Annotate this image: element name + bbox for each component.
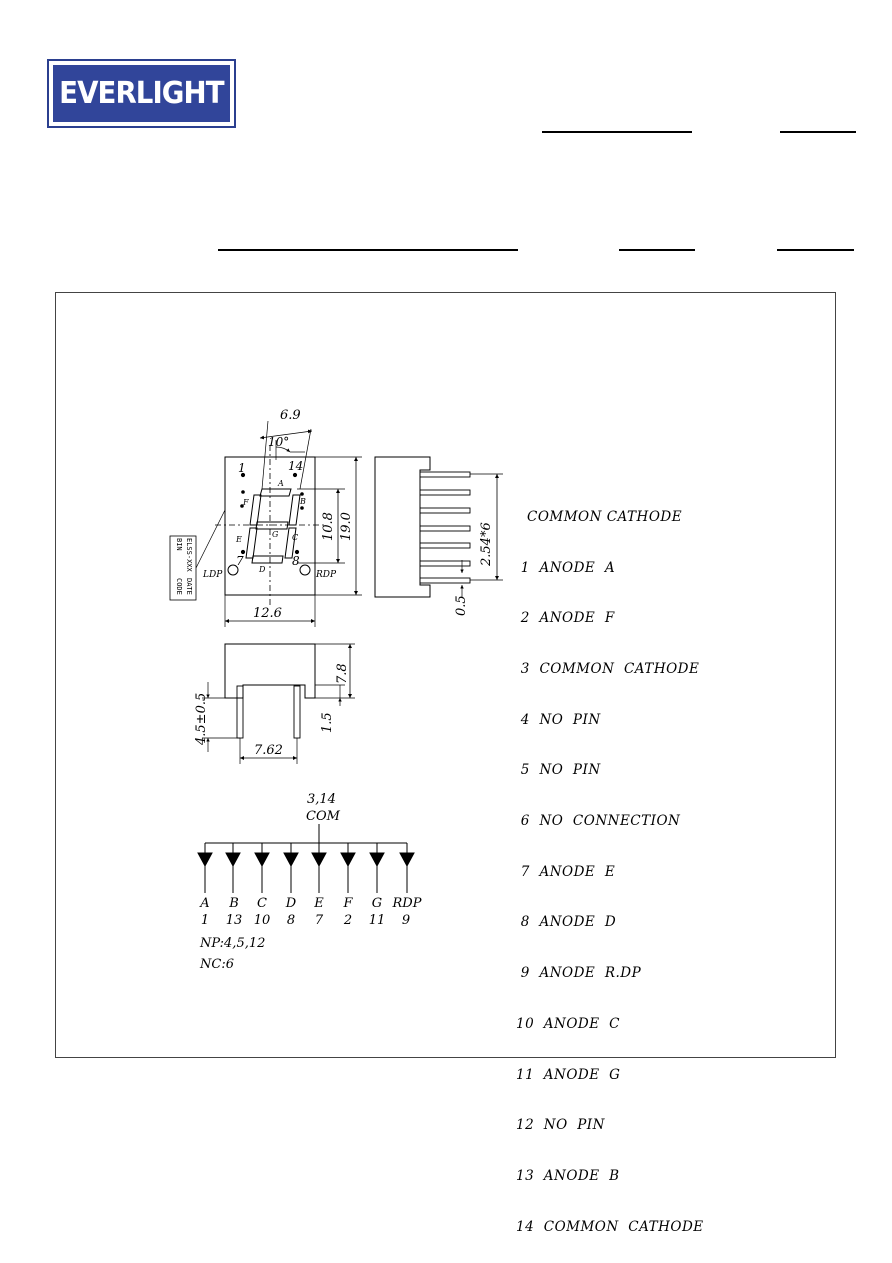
pin7-label: 7 xyxy=(236,554,244,568)
seg-e-label: E xyxy=(235,535,242,544)
dim-digit-height: 10.8 xyxy=(321,512,336,541)
diode-e xyxy=(311,843,327,893)
pin-row: 1 ANODE A xyxy=(516,559,616,576)
pin-row: 7 ANODE E xyxy=(516,863,616,880)
diode-b xyxy=(225,843,241,893)
marking-line1: ELSS-XXX xyxy=(185,538,193,573)
segment-labels: A B C D E F G RDP xyxy=(199,896,421,911)
side-view xyxy=(374,456,503,598)
circuit-common-label: COM xyxy=(306,809,341,824)
svg-text:C: C xyxy=(257,896,267,911)
side-marking: ELSS-XXX DATE BIN CODE xyxy=(175,538,193,595)
circuit-diagram xyxy=(197,824,415,893)
logo-plate: EVERLIGHT xyxy=(53,65,230,122)
side-body-outline xyxy=(374,456,431,598)
seg-b-label: B xyxy=(299,497,306,506)
pin-row: 6 NO CONNECTION xyxy=(516,813,681,830)
svg-text:D: D xyxy=(285,896,297,911)
svg-text:1: 1 xyxy=(201,913,209,928)
bottom-body-outline xyxy=(224,643,316,699)
pin-row: 13 ANODE B xyxy=(516,1167,620,1184)
diode-rdp xyxy=(399,843,415,893)
ldp-label: LDP xyxy=(202,570,223,580)
dim-row-spacing: 7.62 xyxy=(254,743,283,758)
svg-text:8: 8 xyxy=(287,913,295,928)
pin-number-labels: 1 13 10 8 7 2 11 9 xyxy=(201,913,410,928)
pin-row: 8 ANODE D xyxy=(516,914,617,931)
svg-text:F: F xyxy=(342,896,353,911)
diode-d xyxy=(283,843,299,893)
svg-text:9: 9 xyxy=(402,913,410,928)
svg-text:11: 11 xyxy=(369,913,386,928)
dim-pin-thickness: 0.5 xyxy=(454,595,469,616)
marking-line3: BIN xyxy=(175,538,183,551)
side-pins xyxy=(419,471,471,584)
seg-g-label: G xyxy=(272,530,279,539)
svg-text:E: E xyxy=(313,896,324,911)
pin8-label: 8 xyxy=(292,554,300,568)
pin1-label: 1 xyxy=(238,461,246,475)
header-rule-4 xyxy=(619,249,695,251)
digit-segments xyxy=(245,488,301,564)
svg-text:B: B xyxy=(228,896,239,911)
pin-row: 3 COMMON CATHODE xyxy=(516,660,700,677)
marking-line4: CODE xyxy=(175,578,183,595)
diode-g xyxy=(369,843,385,893)
svg-text:13: 13 xyxy=(226,913,243,928)
marking-line2: DATE xyxy=(185,578,193,595)
diode-f xyxy=(340,843,356,893)
logo-text: EVERLIGHT xyxy=(59,76,224,111)
drawing-frame xyxy=(55,292,836,1058)
rdp-label: RDP xyxy=(315,570,337,580)
header-rule-3 xyxy=(218,249,518,251)
dim-tilt-angle: 10° xyxy=(268,435,289,449)
svg-text:10: 10 xyxy=(254,913,271,928)
seg-f-label: F xyxy=(242,498,249,507)
pin14-label: 14 xyxy=(288,459,303,473)
pin-row: 4 NO PIN xyxy=(516,711,601,728)
pin-table-header: COMMON CATHODE xyxy=(527,508,683,525)
circuit-common-pins: 3,14 xyxy=(307,792,336,807)
dim-body-depth: 7.8 xyxy=(335,663,350,684)
seg-c-label: C xyxy=(292,533,298,542)
pin-row: 5 NO PIN xyxy=(516,762,601,779)
pin-row: 2 ANODE F xyxy=(516,610,615,627)
svg-text:RDP: RDP xyxy=(392,896,422,911)
pin-row: 9 ANODE R.DP xyxy=(516,965,642,982)
svg-text:A: A xyxy=(199,896,209,911)
svg-text:2: 2 xyxy=(343,913,352,928)
seg-d-label: D xyxy=(258,565,266,574)
diode-c xyxy=(254,843,270,893)
dim-standoff: 1.5 xyxy=(320,712,335,733)
pin-row: 14 COMMON CATHODE xyxy=(516,1218,704,1235)
diode-a xyxy=(197,843,213,893)
dim-body-height: 19.0 xyxy=(339,512,354,541)
everlight-logo: EVERLIGHT xyxy=(47,59,236,128)
dim-pin-pitch: 2.54*6 xyxy=(479,522,494,567)
header-rule-5 xyxy=(777,249,854,251)
bottom-view xyxy=(202,643,355,764)
np-note: NP:4,5,12 xyxy=(199,936,265,951)
svg-text:G: G xyxy=(372,896,382,911)
dim-body-width: 12.6 xyxy=(253,606,282,621)
header-rule-2 xyxy=(780,131,856,133)
svg-text:7: 7 xyxy=(315,913,324,928)
dim-top-width: 6.9 xyxy=(280,408,301,423)
pin-assignment-table: COMMON CATHODE 1 ANODE A 2 ANODE F 3 COM… xyxy=(516,475,704,1252)
nc-note: NC:6 xyxy=(199,957,234,972)
front-view xyxy=(169,420,362,627)
pin-row: 10 ANODE C xyxy=(516,1015,620,1032)
seg-a-label: A xyxy=(277,479,284,488)
dim-pin-length: 4.5±0.5 xyxy=(194,693,209,746)
pin-row: 12 NO PIN xyxy=(516,1117,605,1134)
pin-row: 11 ANODE G xyxy=(516,1066,621,1083)
header-rule-1 xyxy=(542,131,692,133)
